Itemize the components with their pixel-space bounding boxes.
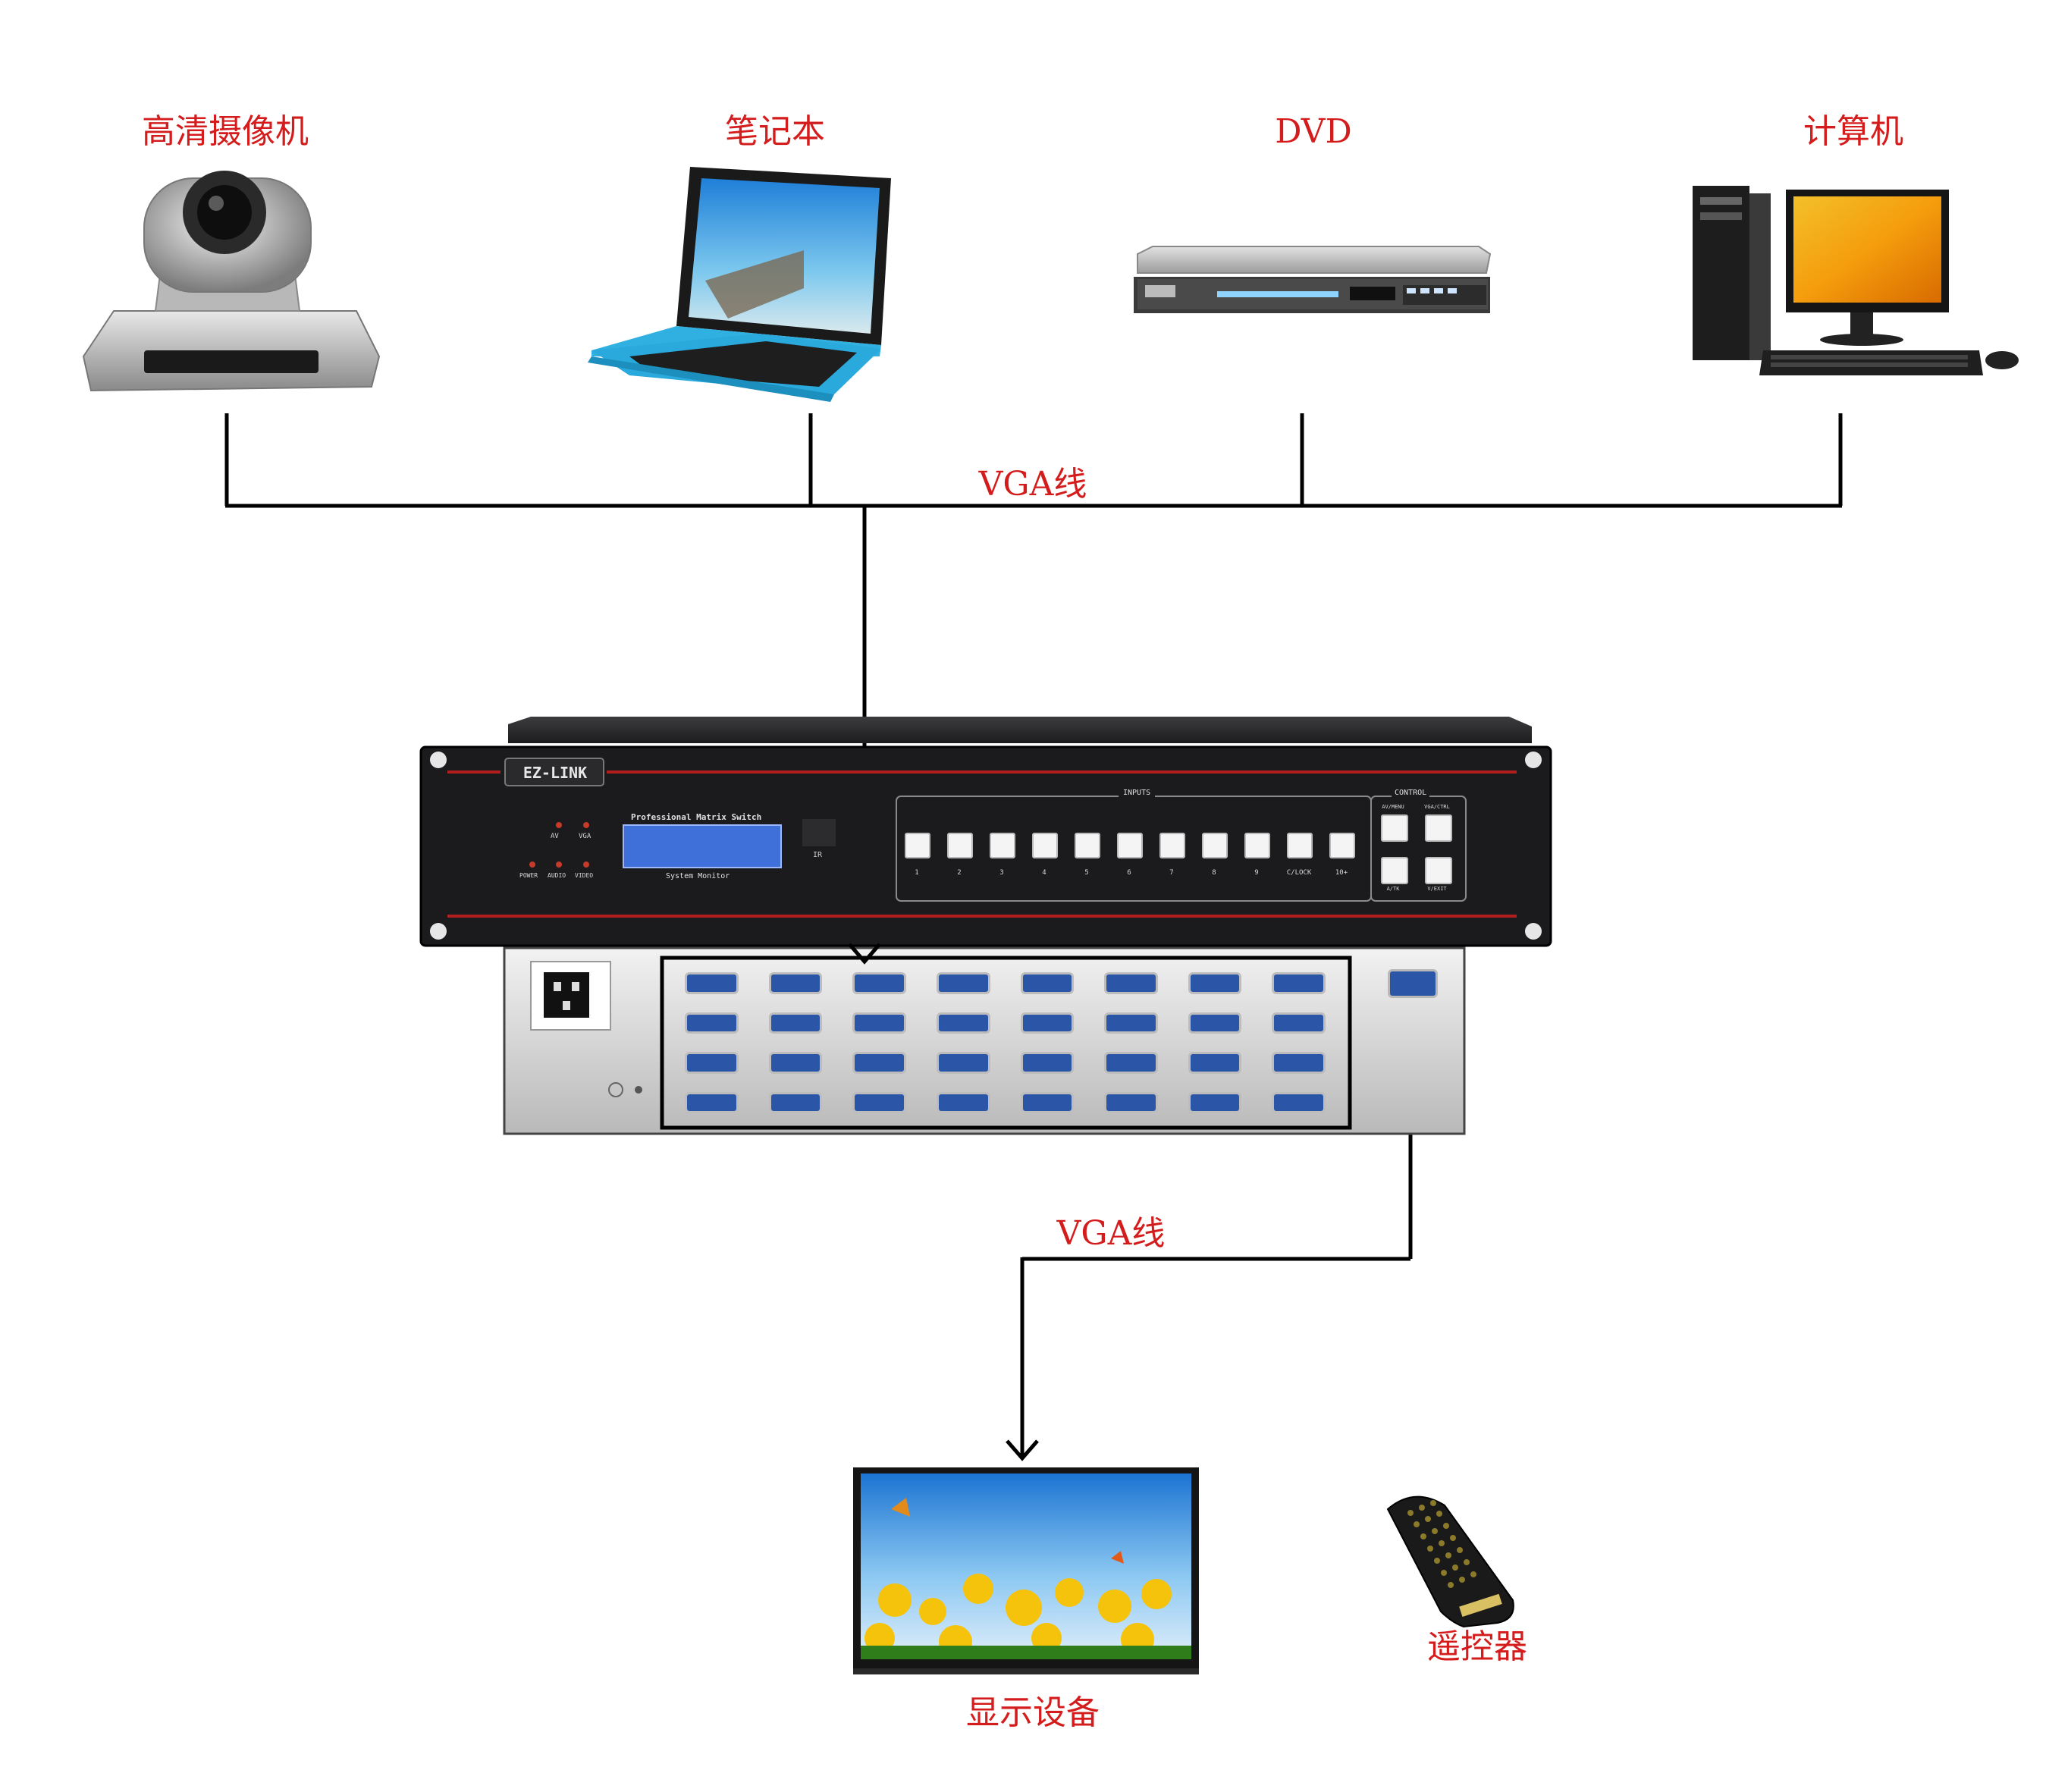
- input-button-4[interactable]: [1032, 833, 1058, 858]
- input-button-label: 5: [1084, 869, 1089, 877]
- input-button-1[interactable]: [905, 833, 930, 858]
- control-button-1[interactable]: [1381, 814, 1408, 842]
- vga-input-port[interactable]: [768, 1091, 823, 1113]
- led-label-vga: VGA: [579, 833, 591, 840]
- laptop-label: 笔记本: [725, 112, 825, 151]
- input-button-label: 10+: [1335, 869, 1348, 877]
- vga-input-port[interactable]: [768, 1052, 823, 1074]
- input-button-7[interactable]: [1159, 833, 1185, 858]
- input-button-label: 2: [957, 869, 962, 877]
- led-label-audio: AUDIO: [548, 872, 566, 879]
- input-button-group: 1 2 3 4 5 6 7 8 9 C/LOCK 10+: [905, 833, 1360, 886]
- input-button-10[interactable]: [1287, 833, 1313, 858]
- vga-input-port[interactable]: [936, 1052, 990, 1074]
- vga-input-port[interactable]: [936, 1012, 990, 1034]
- vga-input-port[interactable]: [768, 1012, 823, 1034]
- control-button-3[interactable]: [1381, 857, 1408, 884]
- vga-input-port[interactable]: [1020, 1012, 1075, 1034]
- vga-output-port[interactable]: [1388, 969, 1438, 998]
- ir-label: IR: [813, 851, 823, 859]
- input-cable-label: VGA线: [978, 465, 1087, 504]
- vga-input-port[interactable]: [685, 1012, 739, 1034]
- control-button-label: V/EXIT: [1427, 886, 1447, 892]
- control-button-2[interactable]: [1425, 814, 1452, 842]
- lcd-title: Professional Matrix Switch: [631, 812, 762, 822]
- vga-input-port[interactable]: [1104, 1012, 1158, 1034]
- input-button-11[interactable]: [1329, 833, 1355, 858]
- vga-input-port[interactable]: [1188, 1052, 1242, 1074]
- vga-input-port[interactable]: [1020, 972, 1075, 994]
- input-button-6[interactable]: [1117, 833, 1143, 858]
- led-label-video: VIDEO: [575, 872, 594, 879]
- vga-input-port[interactable]: [1188, 972, 1242, 994]
- control-button-group: AV/MENU VGA/CTRL A/TK V/EXIT: [1376, 804, 1464, 895]
- matrix-brand-logo: EZ-LINK: [522, 764, 588, 782]
- input-button-5[interactable]: [1075, 833, 1100, 858]
- control-button-label: A/TK: [1386, 886, 1400, 892]
- vga-input-port[interactable]: [1104, 1052, 1158, 1074]
- vga-input-port[interactable]: [1272, 1091, 1326, 1113]
- vga-input-port[interactable]: [1020, 1052, 1075, 1074]
- vga-input-port[interactable]: [685, 972, 739, 994]
- vga-input-port[interactable]: [685, 1052, 739, 1074]
- vga-input-port[interactable]: [1272, 1052, 1326, 1074]
- output-cable-label: VGA线: [1056, 1214, 1166, 1253]
- vga-input-port[interactable]: [936, 972, 990, 994]
- computer-label: 计算机: [1803, 112, 1903, 151]
- vga-input-port[interactable]: [852, 972, 906, 994]
- display-label: 显示设备: [966, 1693, 1100, 1732]
- input-button-label: 3: [999, 869, 1004, 877]
- vga-input-port[interactable]: [1188, 1091, 1242, 1113]
- camera-label: 高清摄像机: [142, 112, 309, 151]
- vga-input-port[interactable]: [852, 1012, 906, 1034]
- vga-input-port[interactable]: [1272, 972, 1326, 994]
- input-button-label: 6: [1127, 869, 1131, 877]
- lcd-subtitle: System Monitor: [666, 872, 730, 880]
- inputs-title: INPUTS: [1119, 789, 1156, 797]
- control-button-label: VGA/CTRL: [1424, 804, 1450, 810]
- vga-input-port[interactable]: [1188, 1012, 1242, 1034]
- dvd-label: DVD: [1275, 112, 1352, 151]
- vga-input-port[interactable]: [1272, 1012, 1326, 1034]
- led-label-power: POWER: [519, 872, 538, 879]
- input-button-3[interactable]: [990, 833, 1015, 858]
- vga-input-port[interactable]: [1104, 1091, 1158, 1113]
- vga-input-port[interactable]: [852, 1091, 906, 1113]
- input-button-8[interactable]: [1202, 833, 1228, 858]
- input-button-label: 9: [1254, 869, 1259, 877]
- input-button-label: C/LOCK: [1286, 869, 1312, 877]
- input-button-label: 1: [915, 869, 919, 877]
- vga-input-port[interactable]: [936, 1091, 990, 1113]
- control-button-4[interactable]: [1425, 857, 1452, 884]
- remote-label: 遥控器: [1427, 1627, 1527, 1666]
- control-title: CONTROL: [1392, 789, 1430, 797]
- control-button-label: AV/MENU: [1382, 804, 1404, 810]
- vga-input-port[interactable]: [1020, 1091, 1075, 1113]
- input-button-label: 8: [1212, 869, 1216, 877]
- input-button-label: 7: [1169, 869, 1174, 877]
- vga-input-port[interactable]: [852, 1052, 906, 1074]
- vga-input-port[interactable]: [685, 1091, 739, 1113]
- led-label-av: AV: [551, 833, 559, 840]
- vga-input-port[interactable]: [768, 972, 823, 994]
- input-button-9[interactable]: [1244, 833, 1270, 858]
- vga-input-port[interactable]: [1104, 972, 1158, 994]
- input-button-2[interactable]: [947, 833, 973, 858]
- vga-input-port-grid: [671, 963, 1342, 1122]
- input-button-label: 4: [1042, 869, 1046, 877]
